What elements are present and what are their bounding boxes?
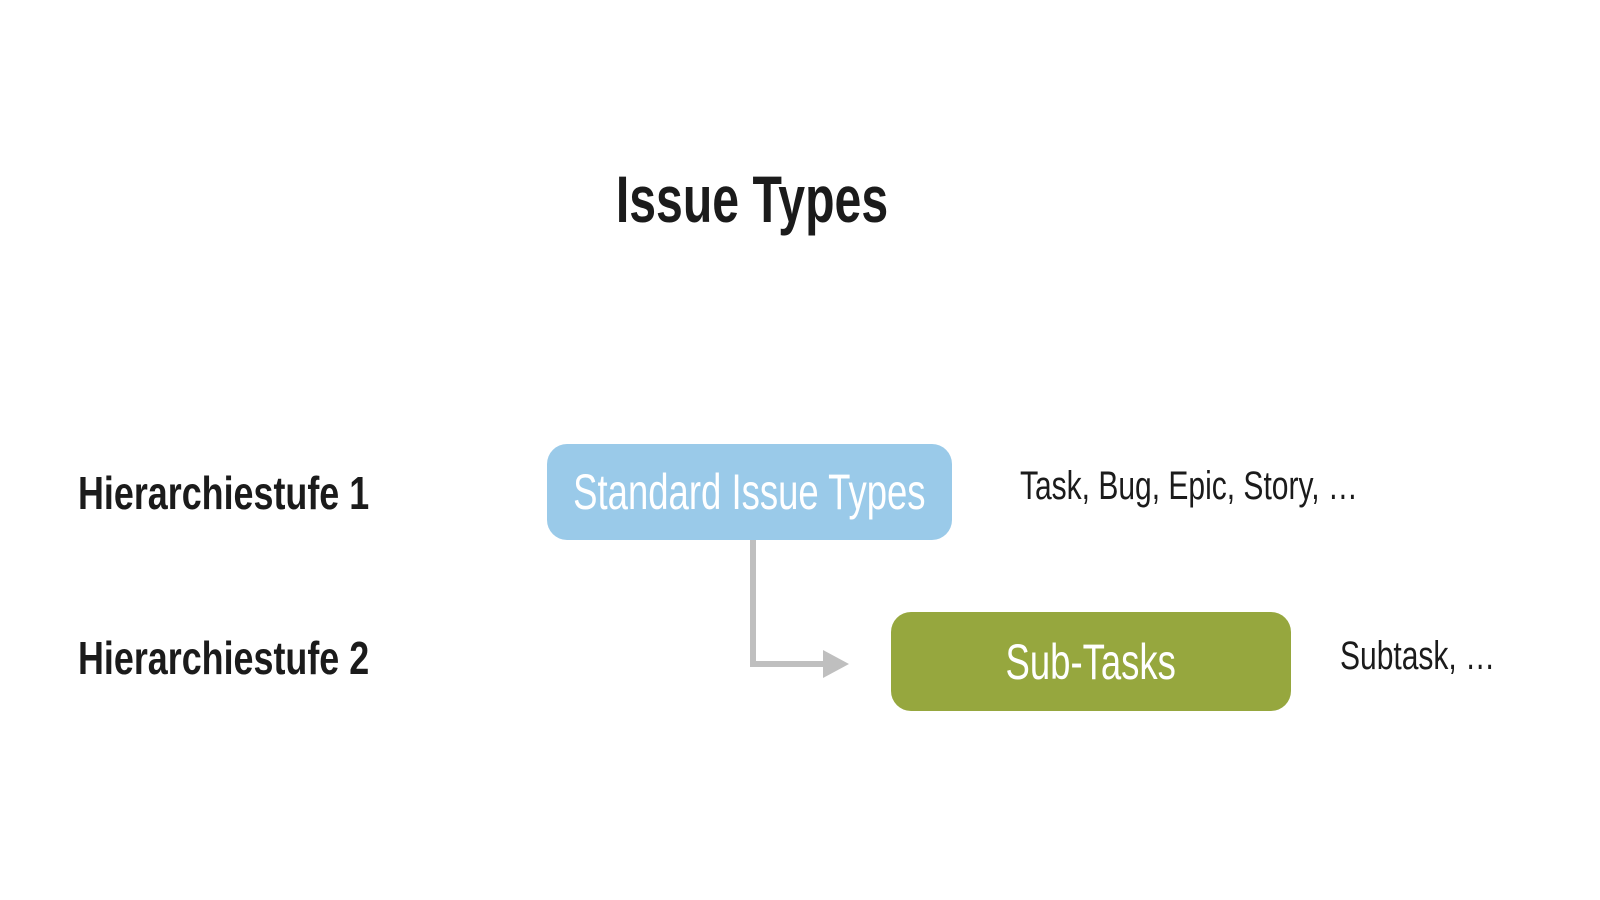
page-title: Issue Types [615, 162, 889, 236]
arrow-head-icon [823, 650, 849, 678]
standard-issue-types-box-label: Standard Issue Types [573, 464, 926, 520]
standard-issue-types-box: Standard Issue Types [547, 444, 952, 540]
sub-tasks-box-label: Sub-Tasks [1005, 633, 1177, 690]
hierarchy-level-1-label: Hierarchiestufe 1 [78, 467, 370, 519]
hierarchy-level-2-label: Hierarchiestufe 2 [78, 632, 370, 684]
connector-arrow [750, 540, 849, 678]
connector-elbow-line [750, 540, 825, 667]
standard-issue-types-examples: Task, Bug, Epic, Story, … [1020, 464, 1358, 508]
sub-tasks-examples: Subtask, … [1340, 634, 1496, 678]
sub-tasks-box: Sub-Tasks [891, 612, 1291, 711]
